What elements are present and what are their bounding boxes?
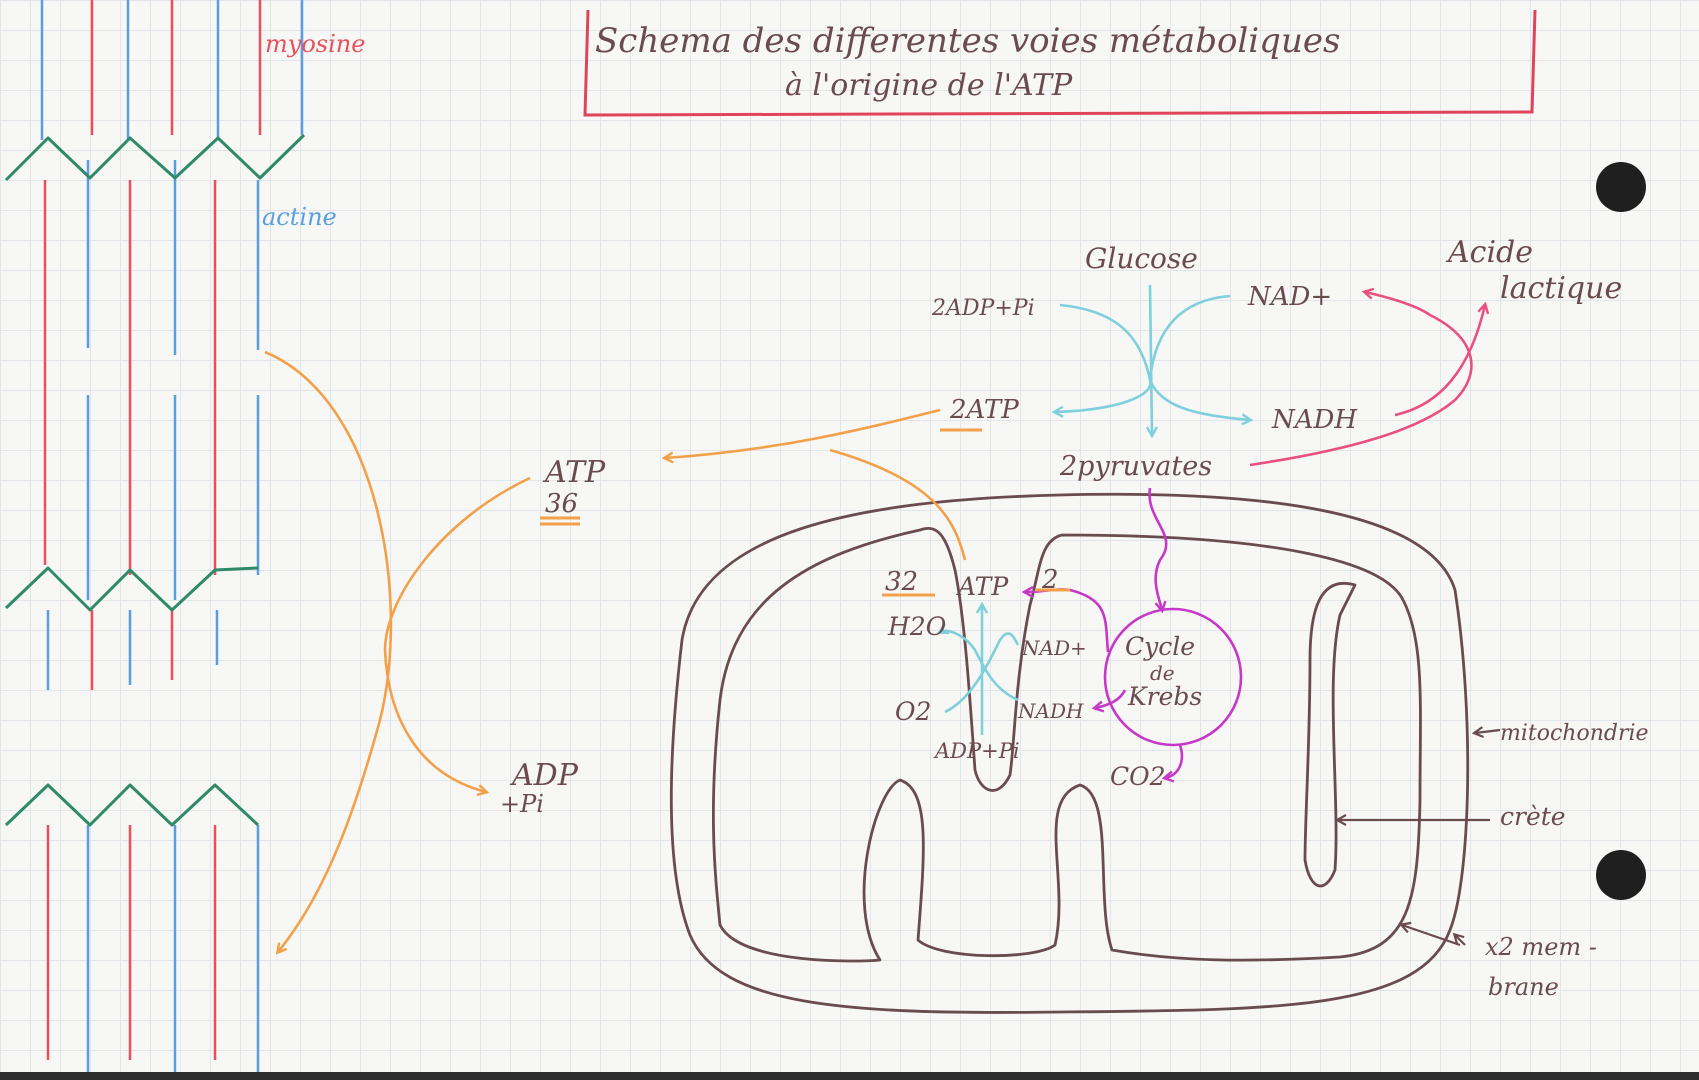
mito-atp-2: 2 — [1041, 565, 1059, 595]
mitochondria — [669, 492, 1470, 1014]
glycolysis-arrows — [1055, 284, 1250, 435]
krebs-line-1: Cycle — [1125, 632, 1195, 661]
mitochondria-label: mitochondrie — [1500, 721, 1649, 746]
lactic-acid-line-2: lactique — [1500, 271, 1622, 306]
mito-nad-plus-label: NAD+ — [1021, 636, 1087, 660]
krebs-line-2: de — [1150, 661, 1175, 685]
actin-label: actine — [262, 203, 337, 231]
nad-plus-label: NAD+ — [1247, 282, 1332, 312]
crista-right — [1303, 582, 1357, 888]
adp-label: ADP — [509, 758, 579, 793]
underline-marks — [540, 428, 1070, 597]
myosin-label: myosine — [265, 30, 365, 58]
pointer-arrows — [1338, 730, 1501, 947]
total-atp-label: ATP — [542, 455, 606, 490]
membrane-label-line-2: brane — [1488, 973, 1559, 1001]
glucose-label: Glucose — [1085, 242, 1198, 275]
h2o-label: H2O — [887, 612, 946, 641]
crete-label: crète — [1500, 802, 1566, 831]
title-box — [583, 9, 1537, 117]
krebs-line-3: Krebs — [1127, 682, 1202, 711]
co2-label: CO2 — [1110, 762, 1166, 791]
mito-nadh-label: NADH — [1017, 699, 1084, 723]
binder-hole-icon — [1596, 162, 1646, 212]
lactic-acid-line-1: Acide — [1445, 235, 1533, 270]
mito-adp-pi-label: ADP+Pi — [933, 739, 1020, 763]
page-bottom-edge — [0, 1072, 1699, 1080]
atp-arrows — [264, 350, 967, 952]
o2-label: O2 — [895, 697, 931, 726]
oxphos-arrows — [940, 605, 1020, 735]
membrane-label-line-1: x2 mem - — [1485, 933, 1597, 961]
adp-pi-label: 2ADP+Pi — [931, 296, 1035, 321]
outer-membrane — [669, 492, 1470, 1014]
mito-atp-label: ATP — [956, 572, 1009, 601]
sarcomere — [4, 0, 306, 1075]
title-line-1: Schema des differentes voies métabolique… — [595, 21, 1340, 61]
atp-2-label: 2ATP — [949, 395, 1019, 425]
nadh-label: NADH — [1271, 405, 1358, 435]
krebs-arrows — [1025, 487, 1243, 778]
title-line-2: à l'origine de l'ATP — [785, 68, 1073, 103]
z-lines — [4, 133, 306, 827]
krebs-cycle-circle — [1103, 607, 1243, 747]
actin-filaments — [40, 0, 304, 1075]
mito-atp-32: 32 — [885, 567, 918, 597]
pi-label: +Pi — [500, 790, 544, 818]
inner-membrane — [712, 527, 1422, 963]
total-atp-count: 36 — [545, 489, 578, 519]
lactic-arrows — [1249, 292, 1485, 467]
myosin-filaments — [43, 0, 262, 1060]
binder-hole-icon — [1596, 850, 1646, 900]
pyruvates-label: 2pyruvates — [1059, 451, 1212, 482]
